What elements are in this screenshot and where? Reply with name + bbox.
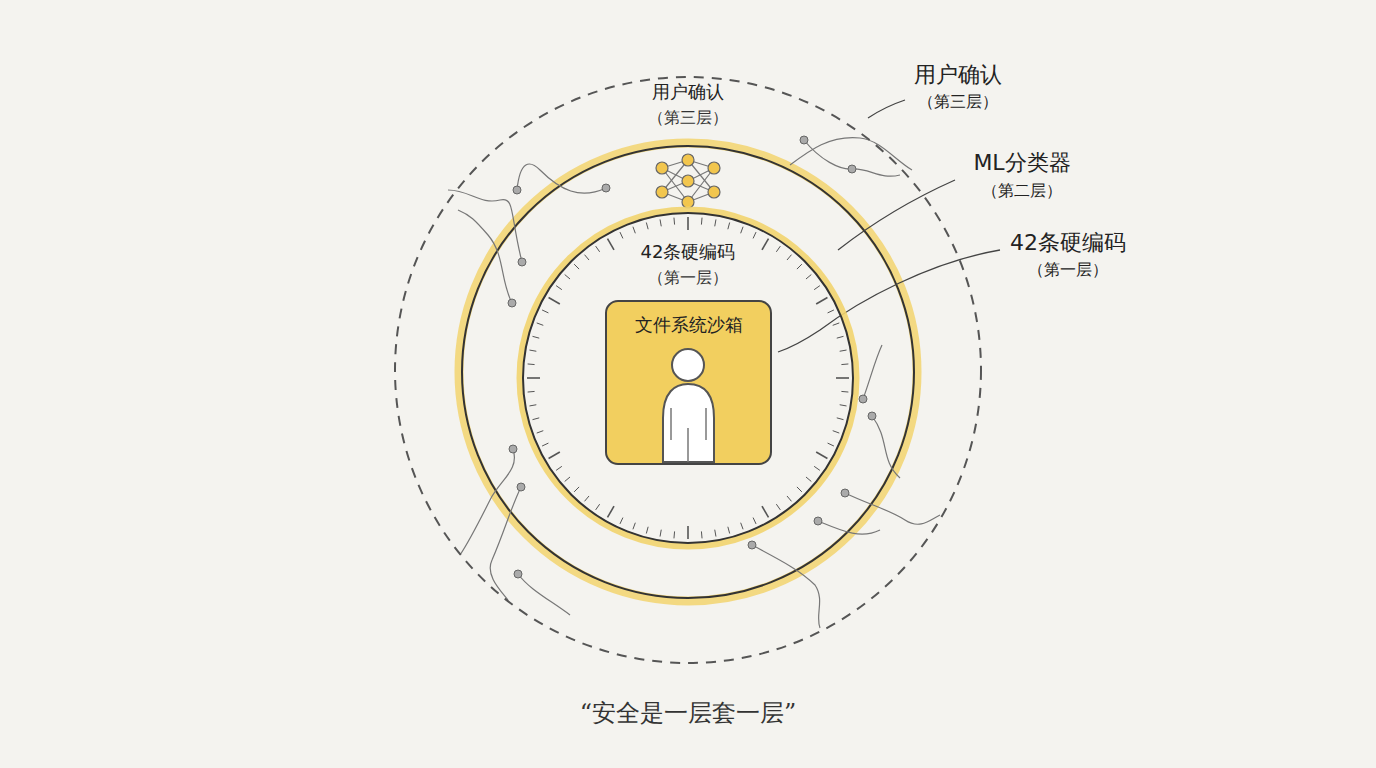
layer-subtitle: （第三层） [393, 108, 983, 128]
callout-title: ML分类器 [912, 150, 1132, 176]
callout-subtitle: （第二层） [912, 181, 1132, 200]
callout-subtitle: （第三层） [848, 92, 1068, 111]
person-figure [663, 349, 714, 462]
dial-ticks [527, 217, 849, 539]
circuit-dots [508, 136, 876, 578]
callout-subtitle: （第一层） [958, 260, 1178, 279]
sandbox-box: 文件系统沙箱 [605, 300, 772, 465]
caption: “安全是一层套一层” [0, 697, 1376, 729]
layer-title: 文件系统沙箱 [605, 314, 772, 337]
callout-title: 42条硬编码 [958, 230, 1178, 256]
callout-title: 用户确认 [848, 62, 1068, 88]
ml-ring-glow [459, 143, 917, 601]
neural-net-icon [656, 154, 720, 208]
layer-subtitle: （第一层） [523, 268, 853, 288]
outer-ring: 用户确认 （第三层） 42条硬编码 （第一层） 文件系统沙箱 [393, 75, 983, 665]
ml-ring [462, 146, 914, 598]
layer-title: 用户确认 [393, 81, 983, 104]
inner-ring: 42条硬编码 （第一层） 文件系统沙箱 [523, 213, 853, 543]
layer-title: 42条硬编码 [523, 241, 853, 264]
circuit-traces [448, 138, 940, 628]
leader-lines [778, 100, 1000, 352]
